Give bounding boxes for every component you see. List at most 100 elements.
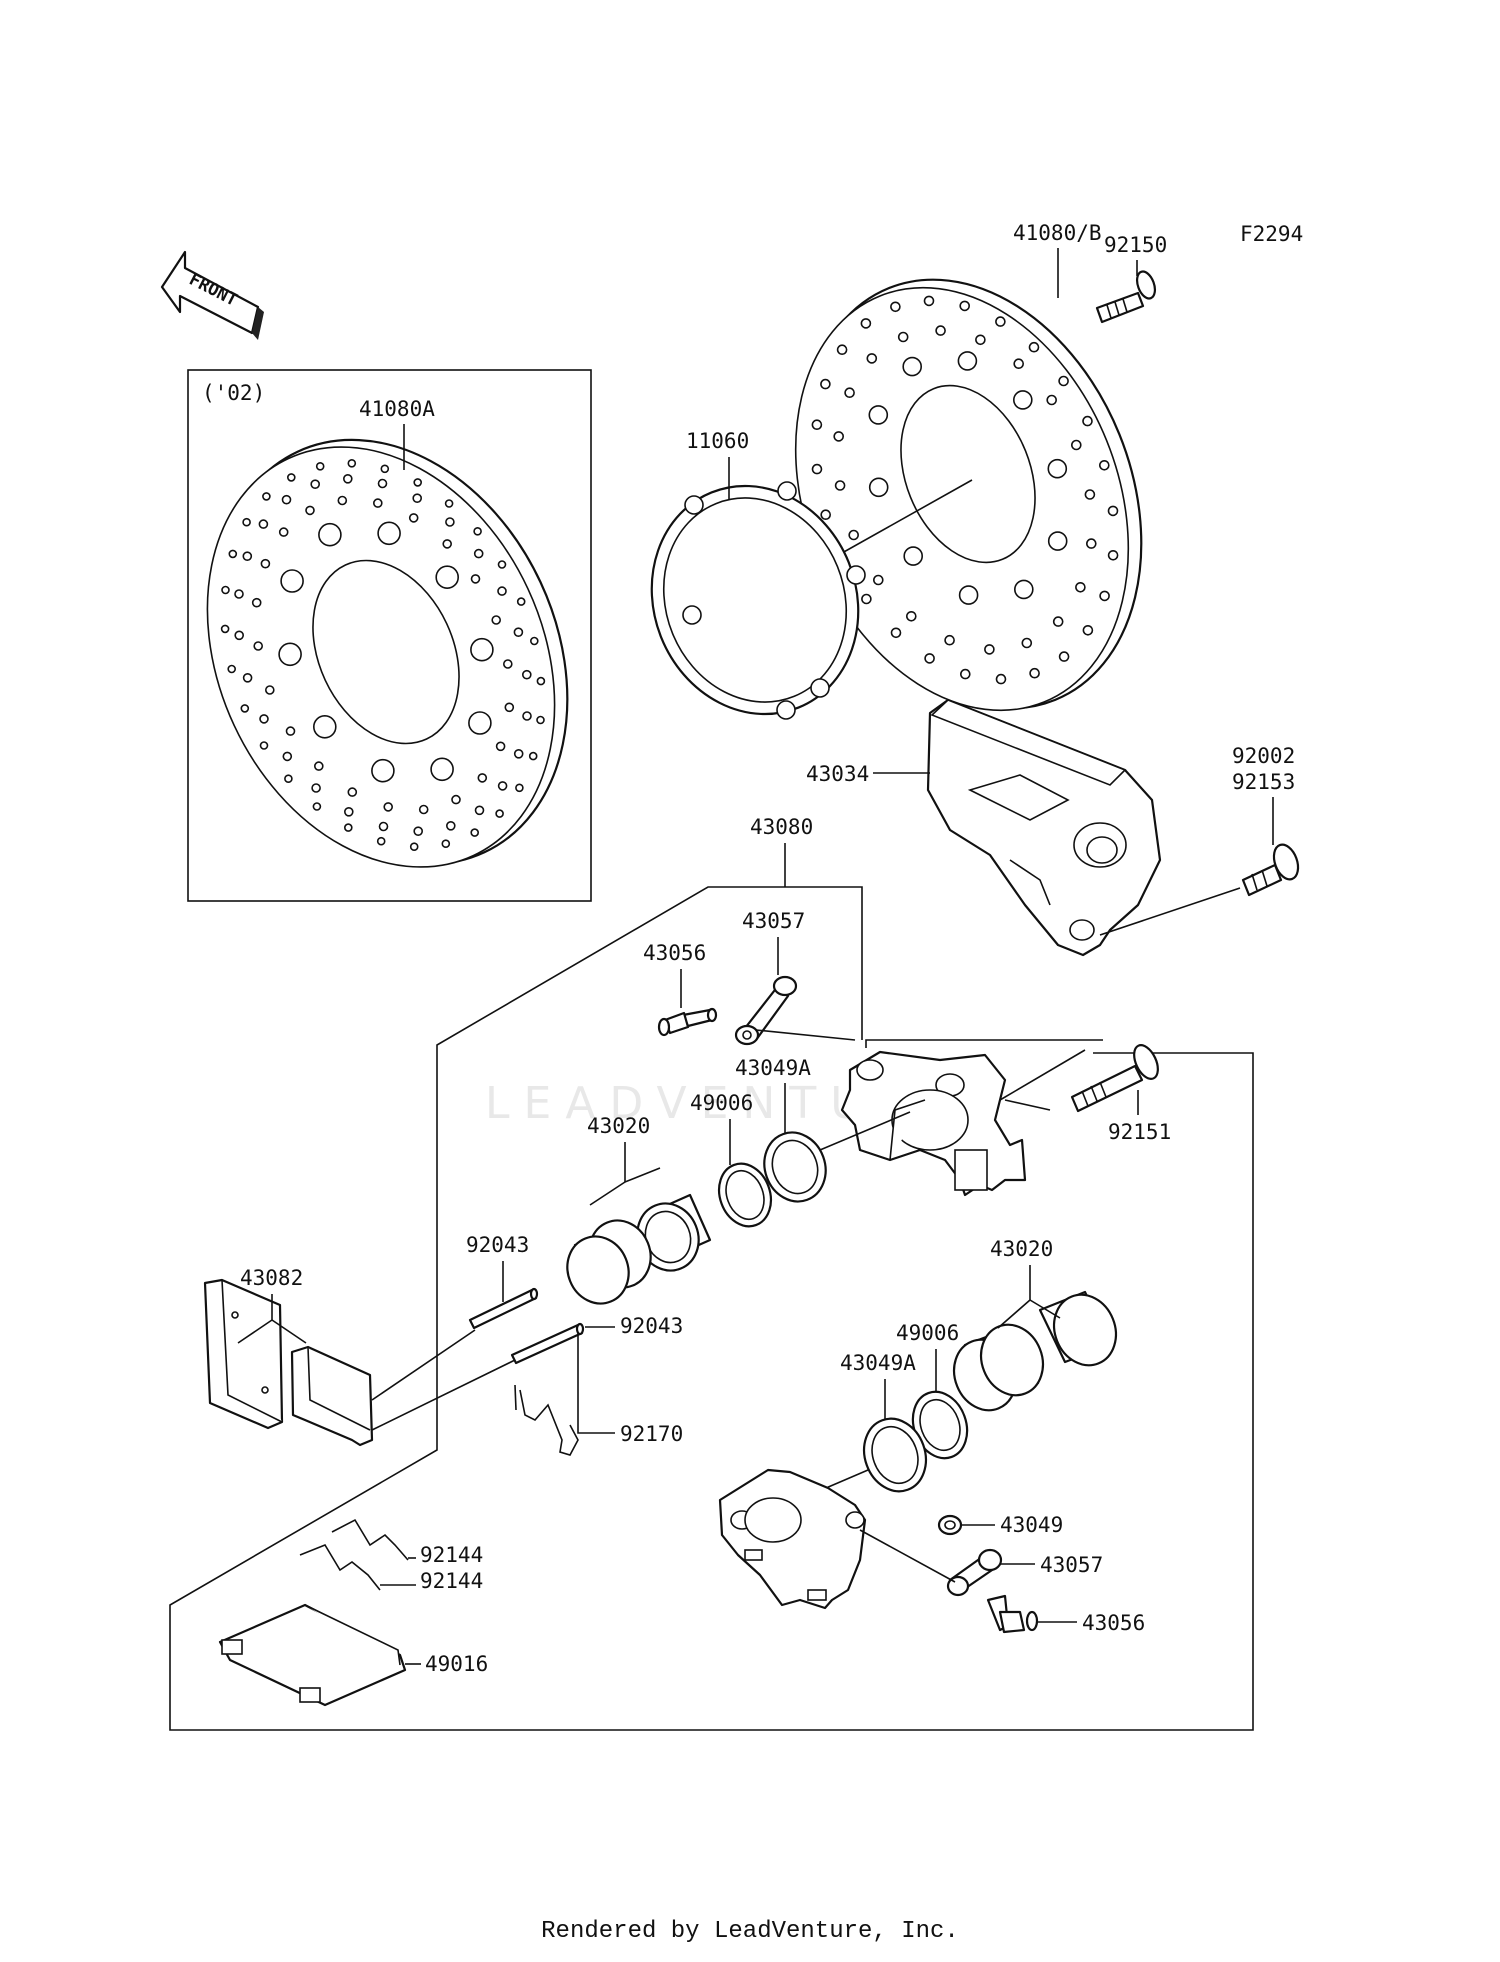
disc-hole [1046, 394, 1057, 406]
disc-hole [868, 405, 889, 425]
disc-hole [242, 517, 251, 527]
year-note: ('02) [202, 381, 265, 405]
dust-seal-43049a-upper [763, 1131, 827, 1203]
disc-hole [1012, 390, 1033, 410]
disc-hole [377, 521, 401, 546]
disc-hole [343, 806, 354, 817]
disc-hole [1047, 458, 1068, 479]
disc-hole [1075, 581, 1086, 593]
disc-hole [262, 492, 271, 501]
bleeder-screw-43056-upper [657, 1007, 718, 1037]
disc-hole [995, 316, 1006, 327]
label-92153: 92153 [1232, 770, 1295, 794]
brake-disc-41080a [206, 438, 569, 868]
disc-hole [418, 804, 429, 815]
disc-hole [347, 787, 358, 797]
disc-hole [343, 823, 353, 832]
year-variant-box [187, 369, 592, 902]
disc-hole [259, 741, 269, 750]
label-43056-lower: 43056 [1082, 1611, 1145, 1635]
disc-hole [1084, 489, 1096, 500]
disc-hole [260, 558, 271, 569]
disc-hole [444, 499, 454, 508]
disc-hole [515, 783, 524, 793]
disc-hole [1099, 459, 1110, 471]
disc-hole [242, 551, 253, 562]
disc-hole [495, 741, 506, 752]
disc-hole [286, 473, 296, 482]
piston-seal-49006-upper [717, 1162, 773, 1228]
label-92170: 92170 [620, 1422, 683, 1446]
disc-hole [315, 461, 325, 471]
disc-hole [372, 498, 383, 508]
footer-credit: Rendered by LeadVenture, Inc. [541, 1918, 959, 1945]
disc-hole [383, 802, 394, 812]
disc-hole [924, 653, 935, 664]
label-92144-a: 92144 [420, 1543, 483, 1567]
disc-hole [278, 642, 302, 667]
disc-hole [1013, 579, 1034, 600]
disc-hole [1028, 341, 1040, 353]
disc-hole [1021, 637, 1033, 649]
disc-hole [409, 842, 419, 852]
disc-hole [902, 356, 923, 377]
disc-hole [836, 344, 848, 356]
bolt-92002-92153 [1241, 843, 1300, 897]
disc-hole [957, 351, 978, 371]
disc-hole [259, 714, 269, 724]
disc-hole [890, 301, 901, 313]
brake-pads-43082 [203, 1278, 374, 1447]
disc-hole [310, 479, 321, 490]
disc-hole [470, 828, 480, 837]
disc-hole [378, 821, 389, 832]
label-92002: 92002 [1232, 744, 1295, 768]
disc-hole [442, 539, 453, 549]
label-43057-upper: 43057 [742, 909, 805, 933]
disc-hole [1029, 667, 1040, 679]
disc-hole [1099, 590, 1110, 602]
disc-hole [502, 659, 513, 669]
label-43049a-lower: 43049A [840, 1351, 916, 1375]
disc-hole [861, 593, 872, 605]
disc-hole [848, 529, 860, 541]
disc-hole [513, 627, 524, 638]
disc-hole [445, 517, 455, 527]
bolt-92150 [1095, 270, 1157, 324]
label-49006-upper: 49006 [690, 1091, 753, 1115]
disc-hole [305, 505, 315, 516]
disc-hole [844, 387, 855, 399]
pistons-43020-upper [566, 1193, 712, 1305]
label-43020-lower: 43020 [990, 1237, 1053, 1261]
disc-hole [227, 664, 236, 674]
disc-hole [834, 480, 846, 491]
disc-hole [833, 431, 845, 442]
disc-hole [451, 794, 461, 805]
disc-hole [220, 624, 230, 634]
disc-hole [905, 610, 917, 622]
label-43056-upper: 43056 [643, 941, 706, 965]
disc-hole [413, 826, 424, 837]
disc-hole [521, 669, 532, 680]
disc-hole [441, 839, 451, 849]
disc-hole [445, 820, 456, 831]
disc-hole [412, 493, 423, 504]
disc-hole [872, 574, 884, 586]
disc-hole [240, 704, 250, 713]
dust-seal-43049a-lower [862, 1417, 928, 1493]
disc-hole [868, 477, 889, 498]
label-92150: 92150 [1104, 233, 1167, 257]
disc-hole [811, 463, 823, 475]
pad-plate-49016 [218, 1603, 407, 1707]
disc-hole [959, 300, 971, 312]
caliper-body-lower [718, 1468, 867, 1610]
brake-disc-41080b [794, 278, 1143, 712]
pistons-43020-lower [952, 1290, 1118, 1412]
disc-hole [1013, 358, 1025, 370]
disc-hole [258, 519, 269, 529]
disc-hole [1107, 505, 1119, 517]
disc-hole [1058, 375, 1069, 387]
disc-hole [280, 569, 304, 593]
disc-hole [435, 565, 460, 590]
disc-hole [1107, 549, 1119, 561]
